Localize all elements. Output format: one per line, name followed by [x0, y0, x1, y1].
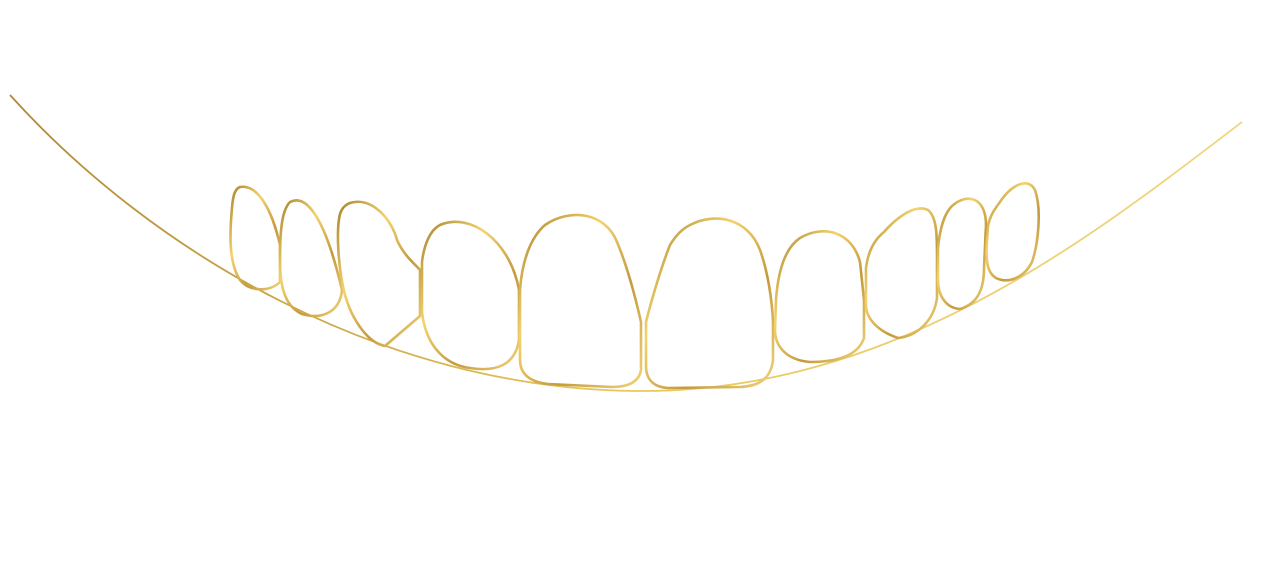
tooth-right-second-premolar — [985, 182, 1040, 282]
tooth-right-central-incisor — [644, 217, 775, 390]
smile-arc-curve — [9, 94, 1243, 392]
tooth-left-canine — [336, 200, 422, 348]
tooth-left-lateral-incisor — [420, 220, 521, 371]
teeth-group — [229, 182, 1040, 390]
tooth-left-first-premolar — [278, 199, 344, 318]
tooth-right-canine — [864, 207, 939, 340]
tooth-right-first-premolar — [936, 197, 988, 311]
tooth-left-second-premolar — [229, 185, 282, 291]
tooth-right-lateral-incisor — [773, 230, 866, 364]
tooth-left-central-incisor — [518, 213, 643, 389]
